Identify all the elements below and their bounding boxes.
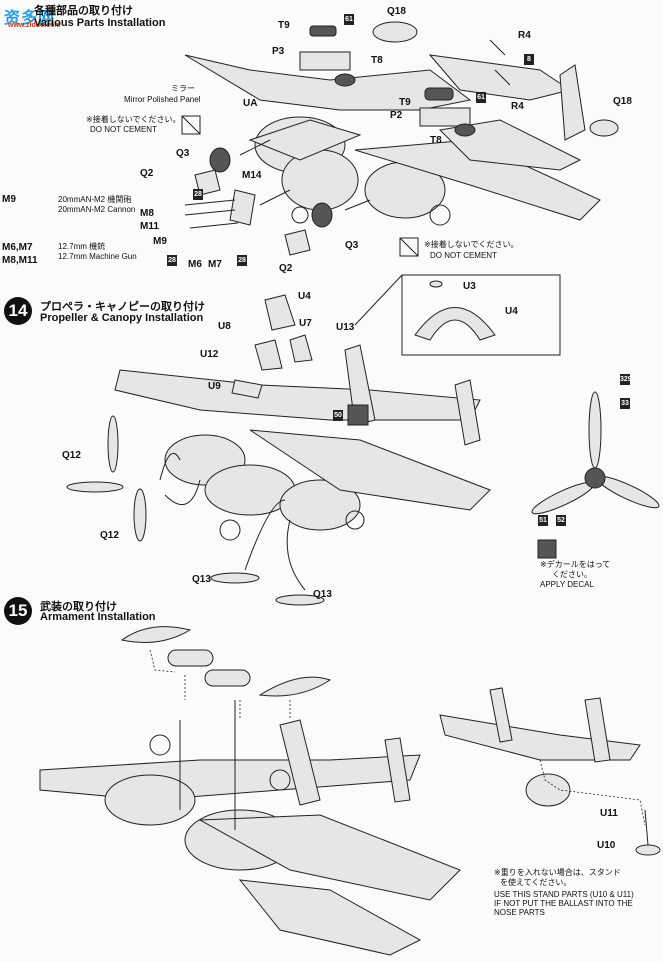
no-cement-note-jp: ※接着しないでください。: [424, 240, 519, 249]
decal-number: 329: [620, 374, 632, 385]
decal-number: 33: [620, 398, 630, 409]
m6m7-key: M6,M7: [2, 242, 33, 253]
part-label: M8: [140, 208, 154, 219]
decal-number: 51: [538, 515, 548, 526]
stand-note-jp-2: を使えてください。: [500, 878, 572, 887]
m8m11-key: M8,M11: [2, 255, 38, 266]
part-label: Q12: [62, 450, 81, 461]
m9-note-en: 20mmAN-M2 Cannon: [58, 205, 136, 214]
part-label: UA: [243, 98, 258, 109]
no-cement-note-en: DO NOT CEMENT: [430, 251, 497, 260]
watermark-url: www.ziduo.com: [8, 22, 61, 29]
decal-note-jp-2: ください。: [552, 570, 592, 579]
step15-title-jp: 武装の取り付け: [40, 601, 117, 613]
part-label: U10: [597, 840, 616, 851]
part-label: M6: [188, 259, 202, 270]
stand-note-jp: ※重りを入れない場合は、スタンド: [494, 868, 621, 877]
m9-key: M9: [2, 194, 16, 205]
part-label: U13: [336, 322, 355, 333]
step15-aircraft: [39, 626, 661, 956]
part-label: Q12: [100, 530, 119, 541]
part-label: Q3: [176, 148, 190, 159]
part-label: T8: [430, 135, 442, 146]
no-cement-note-en: DO NOT CEMENT: [90, 125, 157, 134]
part-label: P3: [272, 46, 285, 57]
part-label: P2: [390, 110, 403, 121]
decal-number: 28: [193, 189, 203, 200]
part-label: Q18: [387, 6, 406, 17]
part-label: Q2: [279, 263, 293, 274]
step15-number: 15: [4, 597, 32, 625]
part-label: Q18: [613, 96, 632, 107]
propeller-decal-diagram: [531, 391, 660, 515]
mirror-note-jp: ミラー: [171, 84, 195, 93]
decal-number: 8: [524, 54, 534, 65]
part-label: U12: [200, 349, 219, 360]
no-cement-note-jp: ※接着しないでください。: [86, 115, 181, 124]
part-label: U11: [600, 808, 618, 819]
part-label: T9: [278, 20, 290, 31]
decal-number: 61: [344, 14, 354, 25]
decal-number: 28: [167, 255, 177, 266]
step13-aircraft: [181, 21, 619, 257]
step14-title-jp: プロペラ・キャノピーの取り付け: [40, 301, 205, 313]
mg-note-jp: 12.7mm 機銃: [58, 242, 106, 251]
part-label: U4: [298, 291, 311, 302]
stand-note-en-3: NOSE PARTS: [494, 908, 545, 917]
part-label: T9: [399, 97, 411, 108]
part-label: M7: [208, 259, 222, 270]
watermark-logo: 资多网: [4, 10, 56, 27]
part-label: Q13: [313, 589, 332, 600]
decal-number: 28: [237, 255, 247, 266]
part-label: M11: [140, 221, 159, 232]
part-label: U4: [505, 306, 518, 317]
step15-title-en: Armament Installation: [40, 611, 156, 623]
stand-note-en: USE THIS STAND PARTS (U10 & U11): [494, 890, 634, 899]
m9-note-jp: 20mmAN-M2 機関砲: [58, 195, 132, 204]
decal-note-en: APPLY DECAL: [540, 580, 594, 589]
part-label: M14: [242, 170, 262, 181]
stand-note-en-2: IF NOT PUT THE BALLAST INTO THE: [494, 899, 633, 908]
decal-number: 61: [476, 92, 486, 103]
step14-title-en: Propeller & Canopy Installation: [40, 312, 204, 324]
decal-number: 50: [333, 410, 343, 421]
part-label: U3: [463, 281, 476, 292]
part-label: Q13: [192, 574, 211, 585]
decal-number: 52: [556, 515, 566, 526]
part-label: R4: [511, 101, 524, 112]
part-label: U9: [208, 381, 221, 392]
decal-note-jp: ※デカールをはって: [540, 560, 611, 569]
part-label: Q3: [345, 240, 359, 251]
part-label: T8: [371, 55, 383, 66]
part-label: R4: [518, 30, 531, 41]
step14-number: 14: [4, 297, 32, 325]
mirror-note-en: Mirror Polished Panel: [124, 95, 201, 104]
part-label: Q2: [140, 168, 154, 179]
part-label: U8: [218, 321, 231, 332]
step14-aircraft: [66, 274, 660, 606]
mg-note-en: 12.7mm Machine Gun: [58, 252, 137, 261]
step13-title-en: Various Parts Installation: [34, 17, 166, 29]
step13-title-jp: 各種部品の取り付け: [34, 5, 133, 17]
part-label: M9: [153, 236, 167, 247]
part-label: U7: [299, 318, 312, 329]
